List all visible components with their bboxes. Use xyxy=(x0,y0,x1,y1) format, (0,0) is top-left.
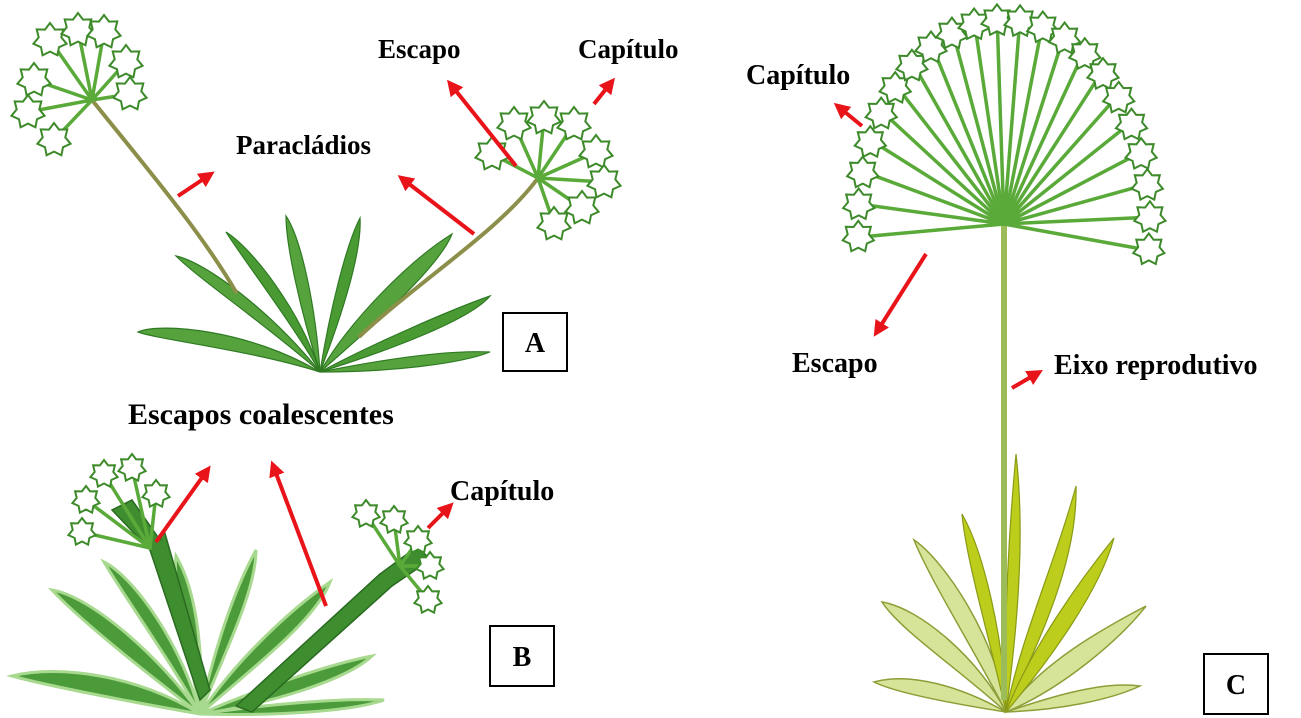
flower-head-icon xyxy=(866,98,897,129)
arrow-capitulo-c xyxy=(840,108,862,126)
panel-b: Escapos coalescentes xyxy=(12,398,554,714)
panel-a-capitulum-left xyxy=(11,13,146,155)
flower-head-icon xyxy=(404,526,431,553)
label-capitulo-b: Capítulo xyxy=(450,476,554,507)
flower-head-icon xyxy=(33,23,66,55)
flower-head-icon xyxy=(557,107,590,139)
panel-a-capitulum-right xyxy=(475,101,620,239)
flower-head-icon xyxy=(1133,234,1164,265)
panel-c: Capítulo Escapo Eixo reprodutivo C xyxy=(746,4,1268,714)
panel-c-capitulum xyxy=(843,4,1166,264)
flower-head-icon xyxy=(1126,138,1157,168)
arrow-capitulo-b xyxy=(428,508,448,528)
flower-head-icon xyxy=(843,189,874,219)
panel-c-rosette xyxy=(874,454,1146,712)
flower-head-icon xyxy=(1116,109,1147,139)
label-paracladios: Paracládios xyxy=(236,130,371,160)
panel-b-scapes-right xyxy=(236,500,444,712)
panel-a-letter: A xyxy=(525,328,546,359)
panel-a-rosette xyxy=(138,216,490,372)
arrow-paracladios-left xyxy=(178,176,208,196)
panel-b-letter: B xyxy=(513,642,532,673)
flower-head-icon xyxy=(843,221,874,251)
panel-b-letter-box: B xyxy=(490,626,554,686)
flower-head-icon xyxy=(17,63,50,95)
panel-a-letter-box: A xyxy=(503,313,567,371)
arrow-eixo-reprodutivo xyxy=(1012,374,1036,388)
capitulum-ray xyxy=(920,75,1005,224)
label-capitulo-c: Capítulo xyxy=(746,60,850,91)
flower-head-icon xyxy=(142,480,169,507)
flower-head-icon xyxy=(1132,169,1163,199)
panel-a-stalk-left xyxy=(92,100,236,292)
label-escapos-coalescentes: Escapos coalescentes xyxy=(128,398,394,431)
flower-head-icon xyxy=(587,165,620,197)
capitulum-ray xyxy=(1004,131,1121,225)
flower-head-icon xyxy=(113,77,146,109)
capitulum-ray xyxy=(1004,105,1109,224)
flower-head-icon xyxy=(68,518,95,545)
arrow-paracladios-right xyxy=(404,180,474,234)
arrow-coalescentes-left xyxy=(156,472,206,542)
panel-c-letter-box: C xyxy=(1204,654,1268,714)
capitulum-ray xyxy=(937,58,1004,224)
panel-a: Escapo Capítulo Paracládios A xyxy=(11,13,678,372)
flower-head-icon xyxy=(118,454,145,481)
flower-head-icon xyxy=(855,126,886,156)
arrow-escapo-c xyxy=(878,254,926,330)
panel-c-letter: C xyxy=(1226,670,1246,701)
flower-head-icon xyxy=(1134,201,1165,231)
flower-head-icon xyxy=(61,13,94,45)
flower-head-icon xyxy=(527,101,560,133)
label-eixo-reprodutivo: Eixo reprodutivo xyxy=(1054,350,1258,381)
capitulum-ray xyxy=(870,224,1004,236)
flower-head-icon xyxy=(497,107,530,139)
arrow-coalescentes-right xyxy=(274,468,326,606)
label-escapo-a: Escapo xyxy=(378,34,461,64)
flower-head-icon xyxy=(847,157,878,187)
capitulum-ray xyxy=(891,120,1004,224)
flower-head-icon xyxy=(565,191,598,223)
label-escapo-c: Escapo xyxy=(792,348,878,379)
label-capitulo-a: Capítulo xyxy=(578,34,679,64)
capitulum-ray xyxy=(1004,224,1137,248)
flower-head-icon xyxy=(90,460,117,487)
flower-head-icon xyxy=(11,95,44,127)
flower-head-icon xyxy=(579,135,612,167)
arrow-capitulo-a xyxy=(594,84,610,104)
flower-head-icon xyxy=(87,15,120,47)
flower-head-icon xyxy=(380,506,407,533)
flower-head-icon xyxy=(352,500,379,527)
